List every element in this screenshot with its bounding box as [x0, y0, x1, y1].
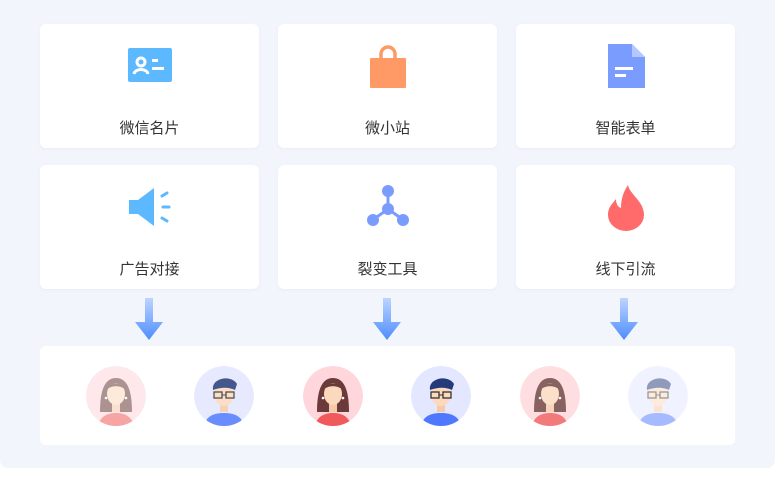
megaphone-icon — [128, 188, 170, 226]
share-nodes-icon — [366, 185, 409, 226]
shopping-bag-icon — [369, 45, 406, 88]
arrow-down-icon — [373, 298, 401, 340]
avatar-female — [520, 366, 580, 426]
avatar-female — [86, 366, 146, 426]
flame-icon — [607, 185, 644, 231]
contact-card-icon — [127, 48, 172, 82]
avatar-female — [303, 366, 363, 426]
tool-card-ad-integration[interactable]: 广告对接 — [40, 165, 259, 289]
tool-card-micro-site[interactable]: 微小站 — [278, 24, 497, 148]
tool-label: 微小站 — [364, 119, 410, 137]
avatar-male — [194, 366, 254, 426]
arrow-down-icon — [610, 298, 638, 340]
tool-label: 线下引流 — [595, 260, 656, 278]
avatar-male — [411, 366, 471, 426]
document-icon — [607, 44, 645, 88]
tool-label: 裂变工具 — [357, 260, 418, 278]
tool-card-smart-form[interactable]: 智能表单 — [516, 24, 735, 148]
customer-panel — [40, 346, 735, 445]
arrow-down-icon — [135, 298, 163, 340]
tool-card-wechat-card[interactable]: 微信名片 — [40, 24, 259, 148]
tool-card-fission-tools[interactable]: 裂变工具 — [278, 165, 497, 289]
tool-label: 微信名片 — [119, 119, 180, 137]
tool-label: 广告对接 — [119, 260, 180, 278]
tool-card-offline-traffic[interactable]: 线下引流 — [516, 165, 735, 289]
tool-label: 智能表单 — [595, 119, 656, 137]
avatar-male — [628, 366, 688, 426]
